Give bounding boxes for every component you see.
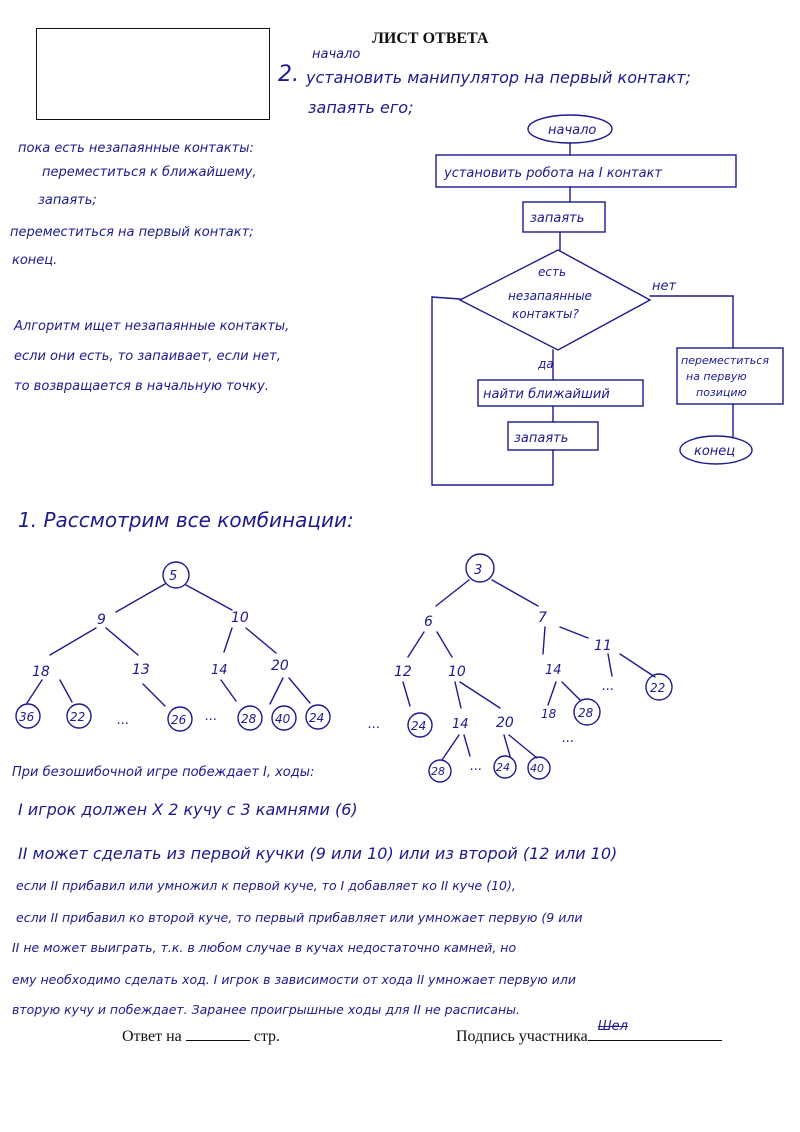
flowchart-decision-text-1: есть (538, 265, 566, 279)
signature-field[interactable]: Шел (587, 1020, 722, 1041)
tree-left-node: 40 (275, 712, 291, 726)
tree-right-node: 22 (650, 681, 665, 695)
flowchart-end-oval (679, 435, 753, 465)
task2-solder: запаять; (38, 193, 97, 208)
flowchart-start-text: начало (548, 123, 596, 138)
flowchart-no-label: нет (652, 279, 676, 294)
tree-right-node: 20 (496, 715, 514, 731)
flowchart-find-nearest-text: найти ближайший (483, 387, 610, 402)
tree-right-node: 6 (424, 614, 433, 630)
answer-line-1: При безошибочной игре побеждает I, ходы: (12, 765, 315, 780)
flowchart-solder-text-2: запаять (514, 431, 568, 446)
pages-label: стр. (253, 1028, 281, 1045)
participant-code-box (36, 28, 270, 120)
tree-left-node: 9 (97, 612, 106, 628)
task2-move-nearest: переместиться к ближайшему, (42, 165, 257, 180)
task2-line-solder: запаять его; (308, 98, 414, 117)
answer-line-2: I игрок должен X 2 кучу с 3 камнями (6) (18, 800, 358, 819)
answer-line-5: если II прибавил ко второй куче, то перв… (16, 910, 583, 925)
tree-right-node: ... (602, 679, 614, 694)
tree-left-node: ... (117, 713, 129, 728)
tree-left-node: 28 (241, 712, 257, 726)
flowchart-end-text: конец (694, 444, 735, 459)
task2-explain-3: то возвращается в начальную точку. (14, 379, 269, 394)
flowchart-set-robot-box (435, 154, 737, 188)
flowchart-find-nearest-box (477, 379, 644, 407)
flowchart-move-first-text-3: позицию (696, 386, 747, 399)
task2-line-set: установить манипулятор на первый контакт… (306, 68, 691, 87)
tree-right-node: 12 (394, 664, 412, 680)
tree-right-node: 24 (496, 761, 510, 774)
footer-answer-on: Ответ на стр. (122, 1026, 280, 1046)
flowchart-yes-label: да (537, 357, 554, 371)
tree-right-node: 14 (452, 717, 469, 732)
tree-left-node: ... (205, 709, 217, 724)
tree-left-node: 14 (211, 663, 228, 678)
task1-heading: 1. Рассмотрим все комбинации: (18, 508, 354, 532)
flowchart-solder-box-1 (522, 201, 606, 233)
task2-loop-line: пока есть незапаянные контакты: (18, 141, 254, 156)
task2-explain-1: Алгоритм ищет незапаянные контакты, (14, 319, 290, 334)
flowchart-decision-diamond (458, 249, 652, 351)
tree-right-node: 18 (541, 707, 557, 721)
tree-right-node: 3 (474, 563, 482, 578)
tree-left-node: 20 (271, 658, 289, 674)
tree-right-node: 24 (411, 719, 426, 733)
flowchart-move-first-text-2: на первую (686, 370, 747, 383)
tree-left-node: 22 (70, 710, 85, 724)
answer-line-8: вторую кучу и побеждает. Заранее проигры… (12, 1002, 520, 1017)
tree-right-node: ... (562, 731, 574, 746)
tree-right-node: 10 (448, 664, 466, 680)
tree-left-node: 26 (171, 713, 187, 727)
tree-right-node: ... (368, 717, 380, 732)
task2-number: 2. (278, 62, 299, 87)
flowchart-decision-text-2: незапаянные (508, 289, 592, 303)
answer-line-4: если II прибавил или умножил к первой ку… (16, 878, 516, 893)
tree-left-node: 10 (231, 610, 249, 626)
answer-line-3: II может сделать из первой кучки (9 или … (18, 844, 618, 863)
answer-line-7: ему необходимо сделать ход. I игрок в за… (12, 972, 576, 987)
tree-right-node: 28 (578, 706, 594, 720)
answer-on-label: Ответ на (122, 1028, 182, 1045)
footer-signature: Подпись участника Шел (456, 1020, 722, 1046)
task2-start-word: начало (312, 47, 361, 62)
tree-right-node: 7 (538, 610, 547, 626)
tree-left-node: 13 (132, 662, 150, 678)
sheet-title: ЛИСТ ОТВЕТА (372, 30, 489, 47)
flowchart-move-first-text-1: переместиться (681, 354, 769, 367)
tree-right-node: 28 (431, 765, 445, 778)
tree-right-node: 40 (530, 762, 544, 775)
task2-move-first: переместиться на первый контакт; (10, 225, 254, 240)
answer-line-6: II не может выиграть, т.к. в любом случа… (12, 940, 517, 955)
flowchart-solder-text-1: запаять (530, 211, 584, 226)
tree-left-node: 18 (32, 664, 50, 680)
tree-left-node: 36 (19, 710, 35, 724)
tree-left-node: 5 (169, 569, 177, 584)
task2-explain-2: если они есть, то запаивает, если нет, (14, 349, 281, 364)
tree-right-node: 14 (545, 663, 562, 678)
tree-right-node: 11 (594, 638, 612, 654)
flowchart-decision-text-3: контакты? (512, 307, 579, 321)
task2-end: конец. (12, 253, 58, 268)
signature-label: Подпись участника (456, 1028, 588, 1045)
page-count-field[interactable] (185, 1026, 250, 1041)
signature: Шел (597, 1019, 628, 1034)
flowchart-set-robot-text: установить робота на I контакт (443, 166, 662, 181)
tree-right-node: ... (470, 759, 482, 774)
tree-left-node: 24 (309, 711, 324, 725)
flowchart-move-first-box (676, 347, 784, 405)
